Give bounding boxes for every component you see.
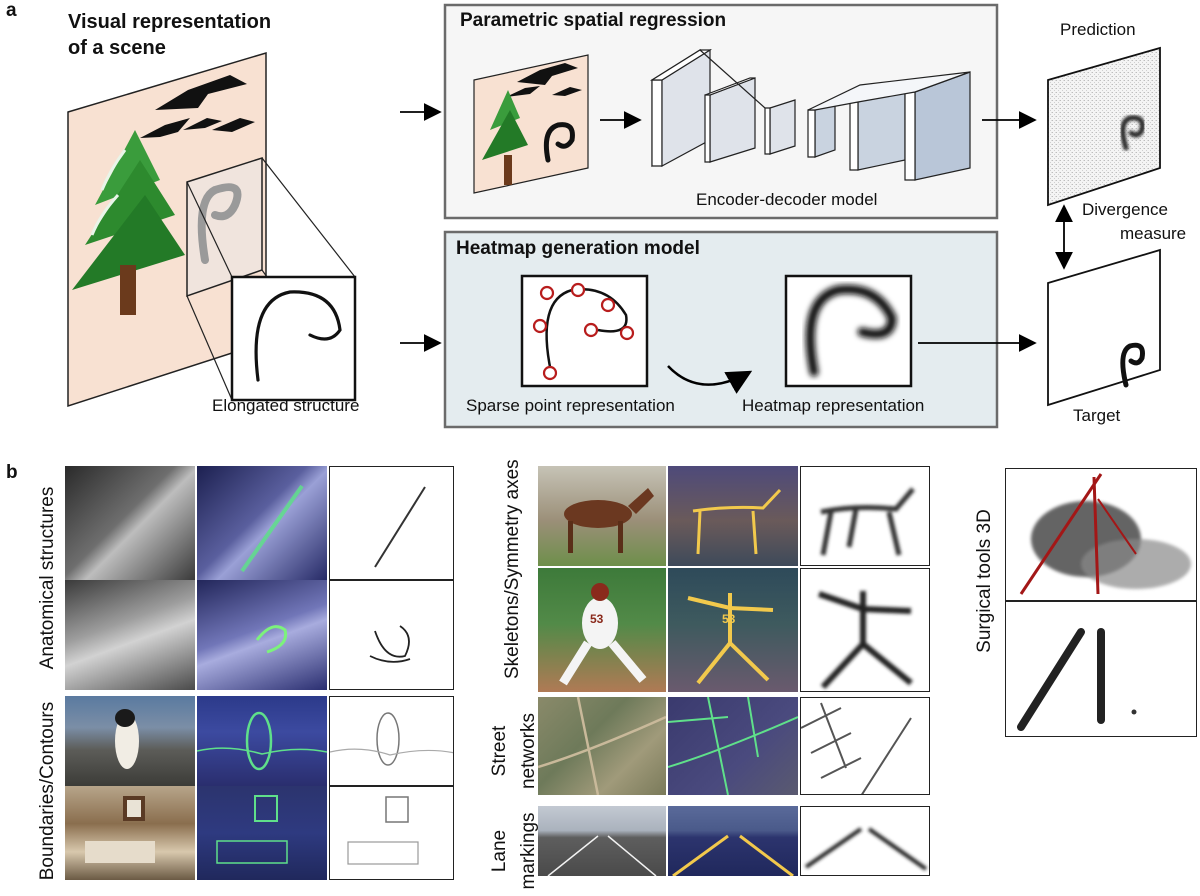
xray-image-1 (65, 466, 195, 580)
heatmap-caption: Heatmap representation (742, 396, 925, 415)
room-overlay (197, 786, 327, 880)
sparse-point (583, 322, 599, 338)
sparse-point (600, 297, 616, 313)
panel-a-label: a (6, 0, 17, 21)
encoder-decoder-blocks (649, 48, 971, 181)
penguin-overlay (197, 696, 327, 786)
sparse-point (570, 282, 586, 298)
target-plane (1047, 248, 1161, 407)
xray-overlay-1 (197, 466, 327, 580)
xray-overlay-2 (197, 580, 327, 690)
divergence-line2: measure (1120, 224, 1187, 243)
lane-label-2: markings (518, 812, 539, 890)
scene-title-line1: Visual representation (68, 11, 272, 33)
skeletons-label: Skeletons/Symmetry axes (502, 459, 523, 679)
divergence-line1: Divergence (1082, 200, 1168, 219)
sparse-point-panel (520, 274, 649, 388)
street-overlay (668, 697, 798, 795)
jersey-number-2: 53 (722, 612, 736, 626)
curved-arrow (667, 365, 753, 394)
pitcher-overlay: 53 (668, 568, 798, 692)
surgical-xray (1005, 468, 1197, 601)
xray-image-2 (65, 580, 195, 690)
penguin-image (65, 696, 195, 786)
jersey-number-1: 53 (590, 612, 604, 626)
pitcher-heatmap (800, 568, 930, 692)
surgical-heatmap (1005, 601, 1197, 737)
small-scene-thumbnail (473, 54, 589, 194)
encoder-caption: Encoder-decoder model (696, 190, 878, 209)
regression-box-title: Parametric spatial regression (460, 10, 727, 31)
scene-illustration (67, 51, 356, 408)
horse-overlay (668, 466, 798, 566)
prediction-plane (1047, 46, 1161, 207)
heatmap-panel (784, 274, 913, 388)
room-image (65, 786, 195, 880)
street-heatmap (800, 697, 930, 795)
surgical-label: Surgical tools 3D (974, 509, 995, 653)
heatmap-box-title: Heatmap generation model (456, 238, 700, 259)
sparse-point (539, 285, 555, 301)
xray-heatmap-1 (329, 466, 454, 580)
street-label-2: networks (518, 712, 539, 790)
horse-heatmap (800, 466, 930, 566)
prediction-label: Prediction (1060, 20, 1136, 39)
sparse-caption: Sparse point representation (466, 396, 675, 415)
sparse-point (532, 318, 548, 334)
penguin-heatmap (329, 696, 454, 786)
lane-overlay (668, 806, 798, 876)
lane-image (538, 806, 666, 876)
target-label: Target (1073, 406, 1121, 425)
panel-b-label: b (6, 462, 18, 483)
street-label-1: Street (489, 725, 510, 777)
elongated-caption: Elongated structure (212, 396, 360, 415)
anatomical-label: Anatomical structures (37, 486, 58, 670)
boundaries-label: Boundaries/Contours (37, 701, 58, 881)
elongated-structure-box (230, 275, 357, 402)
sparse-point (619, 325, 635, 341)
scene-title-line2: of a scene (68, 37, 166, 59)
room-heatmap (329, 786, 454, 880)
lane-label-1: Lane (489, 829, 510, 873)
pitcher-image: 53 (538, 568, 666, 692)
street-image (538, 697, 666, 795)
sparse-point (542, 365, 558, 381)
horse-image (538, 466, 666, 566)
lane-heatmap (800, 806, 930, 876)
xray-heatmap-2 (329, 580, 454, 690)
